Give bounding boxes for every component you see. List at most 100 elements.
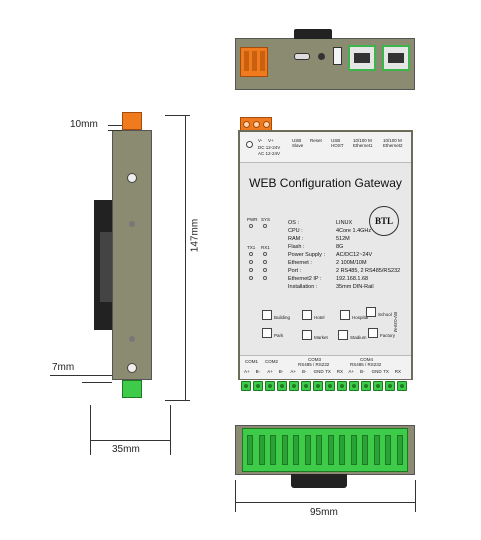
com3-label: COM3 (308, 357, 322, 362)
label-eth1: 10/100 M Ethernet1 (353, 138, 373, 148)
com-strip: COM1 COM2 COM3 RS485 / RS232 COM4 RS485 … (240, 355, 411, 379)
side-orange-terminal (122, 112, 142, 130)
dim-35mm-label: 35mm (112, 444, 140, 455)
terminal-screw (313, 381, 323, 391)
spec-label: Port : (288, 268, 302, 274)
top-tab (294, 29, 332, 39)
terminal-screw (277, 381, 287, 391)
icon-label: Market (314, 335, 328, 340)
led-indicator (249, 260, 253, 264)
spec-value: AC/DC12~24V (336, 252, 373, 258)
terminal-slot (385, 435, 391, 465)
rj45-port-1 (348, 45, 376, 71)
spec-label: OS : (288, 220, 300, 226)
led-label-tx: TX1 (247, 245, 256, 250)
btl-logo-icon: BTL (369, 206, 399, 236)
terminal-slot (270, 435, 276, 465)
spec-label: CPU : (288, 228, 303, 234)
terminal-slot (339, 435, 345, 465)
led-indicator (249, 268, 253, 272)
icon-label: School (378, 312, 392, 317)
pin-label: TX (325, 369, 331, 374)
terminal-screw (397, 381, 407, 391)
terminal-screw (301, 381, 311, 391)
led-indicator (249, 276, 253, 280)
dim-147mm-label: 147mm (189, 218, 201, 253)
com4-label: COM4 (360, 357, 374, 362)
building-icon (262, 328, 272, 338)
terminal-slot (362, 435, 368, 465)
pin-label: B- (360, 369, 365, 374)
usb-slave-port (294, 53, 310, 60)
rj45-port-2 (382, 45, 410, 71)
usb-host-port (333, 47, 342, 65)
building-icon (302, 310, 312, 320)
reset-hole (318, 53, 325, 60)
pin-label: GND (313, 369, 324, 374)
bottom-tab (291, 474, 347, 488)
bottom-view (235, 425, 415, 488)
icon-label: Building (274, 315, 291, 320)
dim-line-147mm (185, 115, 186, 400)
screw-icon (246, 141, 253, 148)
side-body (112, 130, 152, 380)
dim-10mm-label: 10mm (70, 119, 98, 130)
com1-label: COM1 (245, 359, 259, 364)
terminal-slot (293, 435, 299, 465)
side-green-terminal (122, 380, 142, 398)
bottom-green-block (242, 428, 408, 472)
icon-label: Hospital (352, 315, 369, 320)
terminal-slot (327, 435, 334, 465)
power-pin-vplus: V+ (268, 138, 274, 143)
pin-label: B- (255, 369, 261, 374)
com3-sub: RS485 / RS232 (298, 362, 330, 367)
terminal-slot (373, 435, 380, 465)
led-indicator (263, 268, 267, 272)
power-terminal-top (240, 47, 268, 77)
led-label-rx: RX1 (261, 245, 270, 250)
building-icon (368, 328, 378, 338)
building-icon (366, 307, 376, 317)
screw-top (127, 173, 137, 183)
com4-sub: RS485 / RS232 (350, 362, 382, 367)
pin-label: A+ (244, 369, 250, 374)
pin-label: B- (278, 369, 284, 374)
power-spec-ac: AC 12-24V (258, 151, 281, 156)
spec-label: Ethernet2 IP : (288, 276, 322, 282)
front-orange-terminal (240, 117, 272, 131)
spec-value: 192.168.1.68 (336, 276, 369, 282)
pin-label: A+ (348, 369, 355, 374)
dim-line-7mm (50, 375, 112, 376)
spec-label: Flash : (288, 244, 305, 250)
screw-bottom (127, 363, 137, 373)
terminal-slot (258, 435, 265, 465)
front-green-terminals (238, 380, 413, 394)
dim-line-10mm (108, 125, 122, 126)
icon-label: Stadium (350, 335, 367, 340)
building-icon (302, 330, 312, 340)
terminal-screw (241, 381, 251, 391)
terminal-screw (337, 381, 347, 391)
com2-label: COM2 (265, 359, 279, 364)
spec-value: 35mm DIN-Rail (336, 284, 374, 290)
pin-label: GND (371, 369, 382, 374)
terminal-slot (350, 435, 357, 465)
spec-value: LINUX (336, 220, 353, 226)
dim-95mm-label: 95mm (310, 507, 338, 518)
dim-7mm-label: 7mm (52, 362, 75, 373)
led-indicator (263, 260, 267, 264)
terminal-screw (361, 381, 371, 391)
top-label-strip: V- V+ DC 12-24V AC 12-24V USB Slave Rese… (240, 132, 411, 163)
terminal-slot (316, 435, 322, 465)
icon-label: Hotel (314, 315, 325, 320)
terminal-screw (385, 381, 395, 391)
terminal-screw (349, 381, 359, 391)
icon-label: Factory (380, 333, 396, 338)
label-usb-slave: USB Slave (292, 138, 304, 148)
terminal-screw (265, 381, 275, 391)
spec-label: Ethernet : (288, 260, 312, 266)
terminal-slot (304, 435, 311, 465)
terminal-screw (325, 381, 335, 391)
building-icon (340, 310, 350, 320)
spec-label: Installation : (288, 284, 318, 290)
